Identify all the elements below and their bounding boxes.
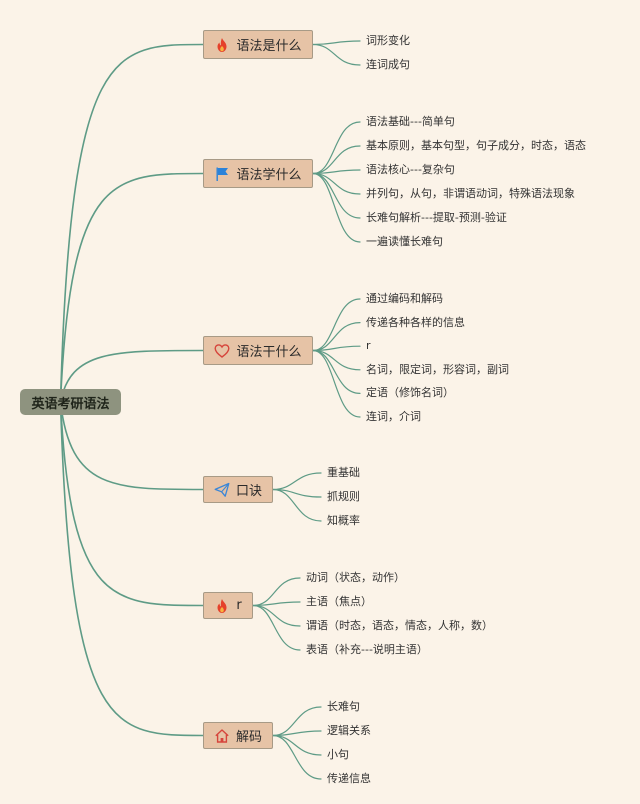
- branch-label: 语法是什么: [236, 39, 302, 54]
- leaf-item[interactable]: 连词，介词: [366, 410, 421, 423]
- connector-line: [312, 145, 361, 175]
- leaf-item[interactable]: 小句: [327, 748, 349, 761]
- leaf-item[interactable]: 长难句: [327, 700, 360, 713]
- leaf-item[interactable]: 知概率: [327, 514, 360, 527]
- connector-line: [312, 349, 361, 418]
- root-node[interactable]: 英语考研语法: [20, 389, 121, 415]
- connector-line: [312, 322, 361, 352]
- heart-icon: [214, 343, 230, 359]
- leaf-item[interactable]: 传递各种各样的信息: [366, 315, 465, 329]
- leaf-item[interactable]: 名词，限定词，形容词，副词: [366, 362, 509, 376]
- branch-label: 语法干什么: [236, 345, 302, 360]
- branch-label: 口诀: [235, 484, 262, 499]
- branch-node[interactable]: r: [203, 592, 253, 619]
- leaf-item[interactable]: 语法核心---复杂句: [366, 163, 455, 176]
- branch-node[interactable]: 解码: [203, 722, 273, 749]
- leaf-item[interactable]: 语法基础---简单句: [366, 115, 455, 128]
- leaf-item[interactable]: 定语（修饰名词）: [366, 386, 454, 400]
- branch-label: 解码: [235, 730, 262, 745]
- leaf-item[interactable]: 长难句解析---提取-预测-验证: [366, 211, 507, 224]
- connector-line: [59, 349, 204, 403]
- leaf-item[interactable]: 一遍读懂长难句: [366, 235, 443, 248]
- connector-line: [59, 172, 204, 403]
- leaf-item[interactable]: 主语（焦点）: [306, 595, 372, 608]
- root-label: 英语考研语法: [31, 396, 110, 412]
- connector-line: [272, 730, 322, 737]
- leaf-item[interactable]: 连词成句: [366, 58, 410, 71]
- leaf-item[interactable]: 动词（状态，动作）: [306, 571, 405, 584]
- connector-line: [312, 172, 361, 243]
- branch-node[interactable]: 语法是什么: [203, 30, 313, 59]
- connector-line: [272, 706, 322, 737]
- connector-line: [272, 488, 322, 522]
- leaf-item[interactable]: 通过编码和解码: [366, 292, 443, 305]
- fire-icon: [214, 598, 230, 614]
- connector-line: [252, 577, 301, 607]
- flag-icon: [214, 166, 230, 182]
- leaf-item[interactable]: r: [366, 339, 371, 353]
- leaf-item[interactable]: 词形变化: [366, 34, 410, 47]
- leaf-item[interactable]: 基本原则，基本句型，句子成分，时态，语态: [366, 139, 586, 152]
- connector-line: [272, 734, 322, 756]
- connector-line: [312, 298, 361, 352]
- leaf-item[interactable]: 谓语（时态，语态，情态，人称，数）: [306, 619, 493, 632]
- branch-node[interactable]: 语法干什么: [203, 336, 313, 365]
- connector-line: [59, 401, 204, 491]
- connector-line: [252, 604, 301, 627]
- home-icon: [214, 728, 230, 744]
- connector-line: [312, 121, 361, 175]
- branch-label: r: [236, 598, 242, 613]
- connector-line: [59, 401, 204, 737]
- leaf-item[interactable]: 抓规则: [327, 490, 360, 503]
- connector-line: [312, 40, 361, 46]
- connector-line: [59, 401, 204, 607]
- branch-node[interactable]: 口诀: [203, 476, 273, 503]
- connector-line: [272, 472, 322, 491]
- leaf-item[interactable]: 表语（补充---说明主语）: [306, 643, 428, 656]
- connector-line: [252, 604, 301, 651]
- leaf-item[interactable]: 逻辑关系: [327, 724, 371, 737]
- branch-node[interactable]: 语法学什么: [203, 159, 313, 188]
- connector-line: [59, 43, 204, 403]
- leaf-item[interactable]: 传递信息: [327, 772, 371, 785]
- paper-plane-icon: [214, 482, 230, 498]
- connector-line: [312, 43, 361, 66]
- connector-line: [272, 734, 322, 780]
- fire-icon: [214, 37, 230, 53]
- leaf-item[interactable]: 并列句，从句，非谓语动词，特殊语法现象: [366, 187, 575, 200]
- leaf-item[interactable]: 重基础: [327, 466, 360, 479]
- branch-label: 语法学什么: [236, 168, 302, 183]
